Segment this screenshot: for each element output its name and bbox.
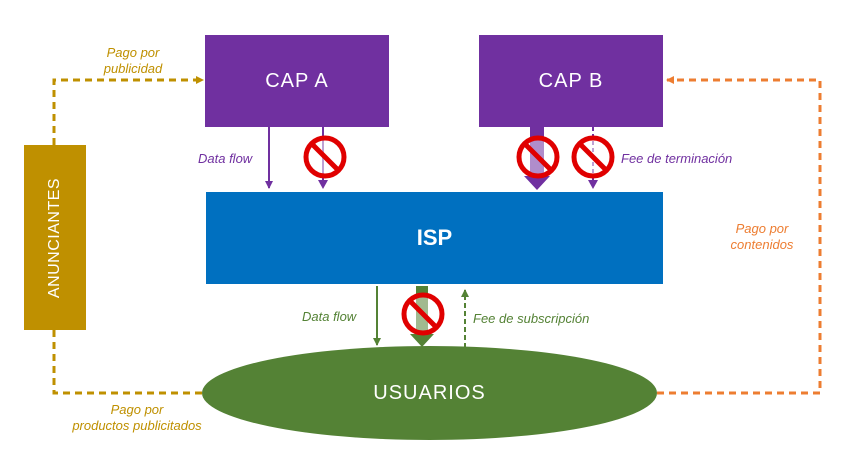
no-entry-icon [401,292,445,336]
fee-terminacion-label: Fee de terminación [621,151,733,166]
no-entry-icon [516,135,560,179]
pago-productos-label: Pago por productos publicitados [72,402,202,433]
anunciantes-node: ANUNCIANTES [24,145,86,330]
cap-b-blocked-flow-head [524,176,550,190]
cap-a-blocked-flow-head [318,180,328,189]
no-entry-icon [571,135,615,179]
fee-terminacion-head [588,180,598,189]
data-flow-cap-label: Data flow [198,151,253,166]
content-payment-path [657,76,822,395]
cap-a-node: CAP A [205,35,389,127]
data-flow-isp-label: Data flow [302,309,357,324]
isp-node: ISP [206,192,663,284]
usuarios-node: USUARIOS [202,346,657,440]
anunciantes-label: ANUNCIANTES [46,177,63,298]
product-payment-path [52,330,205,395]
cap-b-node: CAP B [479,35,663,127]
no-entry-icon [303,135,347,179]
isp-blocked-flow-head [410,334,434,347]
pago-publicidad-label: Pago por publicidad [103,45,163,76]
fee-subscripcion-label: Fee de subscripción [473,311,590,326]
pago-contenidos-label: Pago por contenidos [730,221,794,252]
advertiser-payment-path [52,76,204,145]
